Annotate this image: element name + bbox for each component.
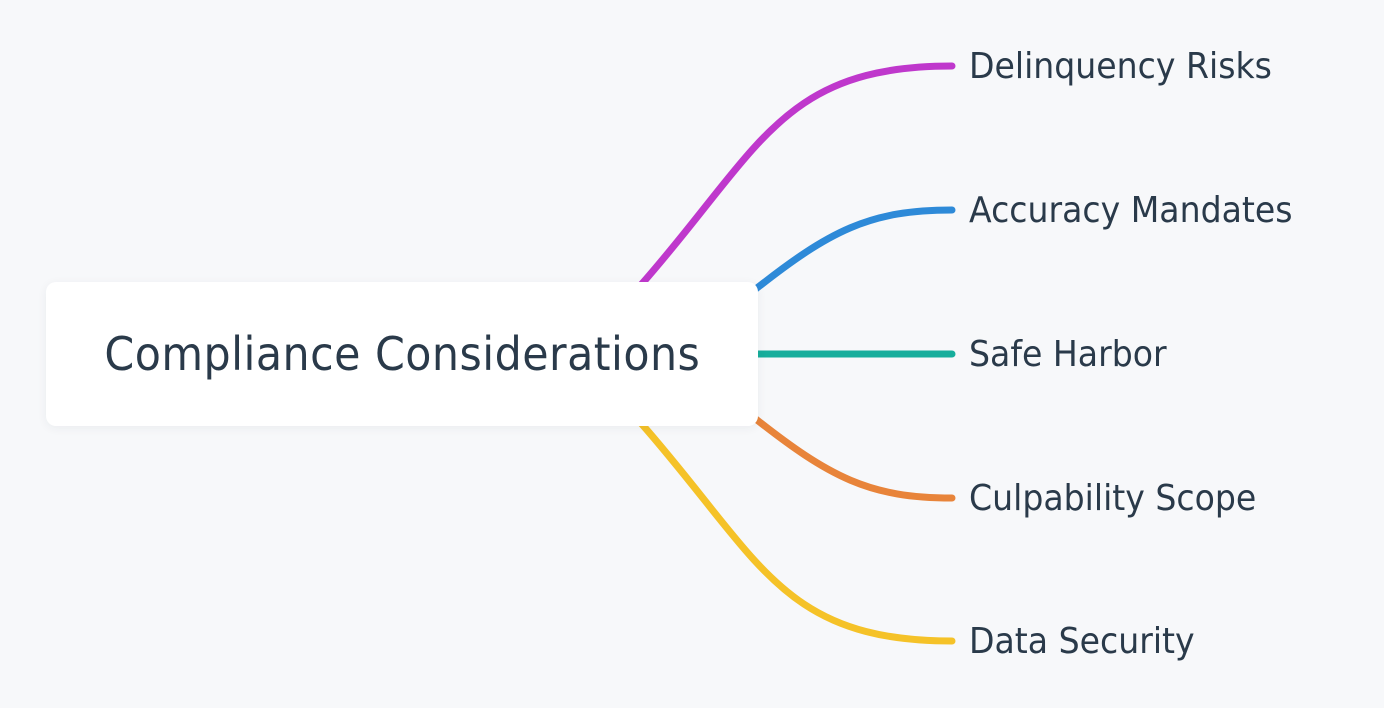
root-node-label: Compliance Considerations [104,327,700,381]
root-node[interactable]: Compliance Considerations [46,282,758,426]
leaf-data-security[interactable]: Data Security [969,621,1195,662]
leaf-delinquency-risks[interactable]: Delinquency Risks [969,46,1272,87]
connector-data-security [636,418,956,645]
leaf-safe-harbor[interactable]: Safe Harbor [969,334,1167,375]
connector-accuracy-mandates [748,206,956,296]
leaf-accuracy-mandates[interactable]: Accuracy Mandates [969,190,1293,231]
connector-culpability-scope [748,412,956,502]
leaf-culpability-scope[interactable]: Culpability Scope [969,478,1257,519]
connector-delinquency-risks [636,62,956,290]
